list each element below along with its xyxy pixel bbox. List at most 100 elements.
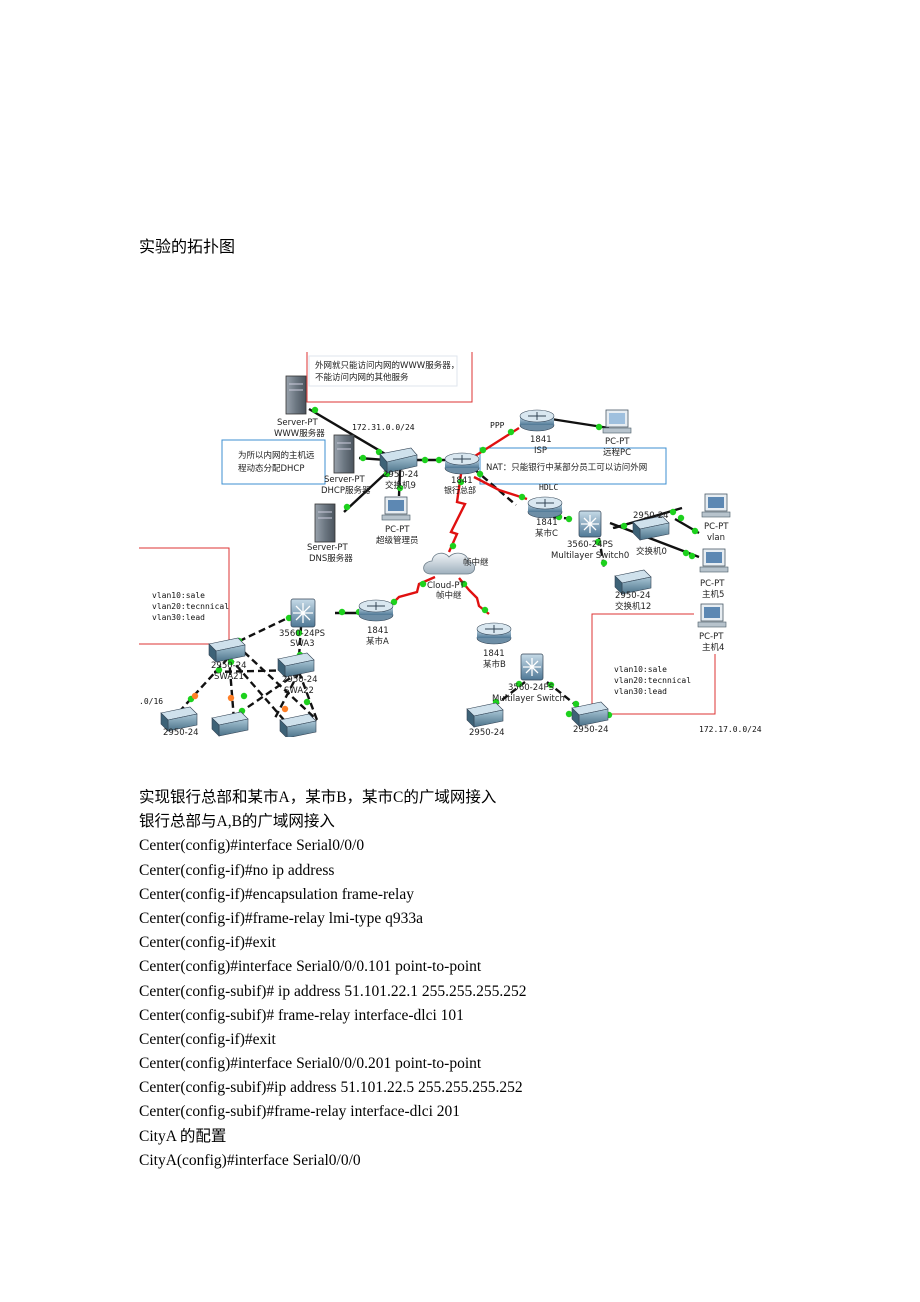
swa3-icon[interactable]: 3560-24PS SWA3 xyxy=(279,598,325,649)
vlan-left-line-2: vlan20:tecnnical xyxy=(152,602,229,611)
remote-pc-model: PC-PT xyxy=(605,437,630,447)
switch-left-bottom-icon[interactable]: 2950-24 xyxy=(160,706,199,737)
cityb-router-icon[interactable]: 1841 某市B xyxy=(476,622,512,670)
frame-relay-label: 帧中继 xyxy=(463,557,489,568)
text-line: Center(config-if)#no ip address xyxy=(139,861,335,879)
vlan-right-line-3: vlan30:lead xyxy=(614,687,667,696)
www-server-model: Server-PT xyxy=(277,418,319,428)
frame-relay-cloud-icon[interactable]: 帧中继 Cloud-PT 帧中继 xyxy=(423,552,489,601)
cityc-router-icon[interactable]: 1841 某市C xyxy=(527,496,563,539)
citya-router-model: 1841 xyxy=(367,626,389,636)
switch-b-left-model: 2950-24 xyxy=(469,728,505,737)
subnet-left-label: .0/16 xyxy=(139,697,163,706)
text-line: 银行总部与A,B的广域网接入 xyxy=(139,813,335,831)
switch9-model: 2950-24 xyxy=(383,470,419,480)
citya-router-icon[interactable]: 1841 某市A xyxy=(358,599,394,647)
switch12-icon[interactable]: 2950-24 交换机12 xyxy=(614,569,652,612)
admin-pc-icon[interactable]: PC-PT 超级管理员 xyxy=(376,496,419,546)
switch-b-left-icon[interactable]: 2950-24 xyxy=(466,702,505,737)
switch0-model: 2950-24 xyxy=(633,511,669,521)
cloud-name: 帧中继 xyxy=(436,590,462,601)
vlan-left-line-1: vlan10:sale xyxy=(152,591,205,600)
switch-left-2-icon[interactable] xyxy=(211,711,249,737)
text-line: CityA 的配置 xyxy=(139,1127,227,1145)
mls0-model: 3560-24PS xyxy=(567,540,613,550)
dns-server-icon[interactable]: Server-PT DNS服务器 xyxy=(307,503,353,564)
text-line: Center(config-if)#exit xyxy=(139,934,276,952)
text-line: CityA(config)#interface Serial0/0/0 xyxy=(139,1151,361,1169)
text-line: Center(config)#interface Serial0/0/0.101… xyxy=(139,958,482,976)
hq-router-name: 银行总部 xyxy=(444,485,476,495)
dhcp-note-line-2: 程动态分配DHCP xyxy=(238,463,305,474)
www-note-line-2: 不能访问内网的其他服务 xyxy=(315,372,409,383)
cityc-router-name: 某市C xyxy=(535,528,558,539)
swa22-model: 2950-24 xyxy=(282,675,318,685)
text-line: Center(config-subif)#frame-relay interfa… xyxy=(139,1103,461,1121)
switch-b-right-model: 2950-24 xyxy=(573,725,609,735)
switch9-name: 交换机9 xyxy=(385,480,416,491)
vlan-right-line-1: vlan10:sale xyxy=(614,665,667,674)
www-note: 外网就只能访问内网的WWW服务器， 不能访问内网的其他服务 xyxy=(306,352,473,403)
swa22-name: SWA22 xyxy=(284,686,314,696)
text-line: Center(config-subif)# frame-relay interf… xyxy=(139,1006,464,1024)
switch12-name: 交换机12 xyxy=(615,601,651,612)
link-status-dots xyxy=(187,406,699,719)
dns-server-model: Server-PT xyxy=(307,543,349,553)
switch-b-right-icon[interactable]: 2950-24 xyxy=(571,701,609,735)
ppp-label: PPP xyxy=(490,421,505,430)
dns-server-name: DNS服务器 xyxy=(309,553,353,564)
www-note-line-1: 外网就只能访问内网的WWW服务器， xyxy=(315,360,459,371)
network-topology-diagram: 外网就只能访问内网的WWW服务器， 不能访问内网的其他服务 为所以内网的主机远 … xyxy=(139,352,779,737)
host5-pc-icon[interactable]: PC-PT 主机5 xyxy=(699,548,729,600)
dhcp-server-model: Server-PT xyxy=(324,475,366,485)
dhcp-server-name: DHCP服务器 xyxy=(321,485,371,496)
config-text-block: 实现银行总部和某市A，某市B，某市C的广域网接入 银行总部与A,B的广域网接入 … xyxy=(139,786,839,1173)
vlan-note-left: vlan10:sale vlan20:tecnnical vlan30:lead xyxy=(139,547,230,645)
swa21-model: 2950-24 xyxy=(211,661,247,671)
host4-name: 主机4 xyxy=(702,642,724,653)
hq-router-model: 1841 xyxy=(451,476,473,486)
cityc-router-model: 1841 xyxy=(536,518,558,528)
admin-pc-name: 超级管理员 xyxy=(376,535,419,546)
multilayer-switch-b-icon[interactable]: 3560-24PS Multilayer Switch xyxy=(492,653,565,704)
swa3-name: SWA3 xyxy=(290,639,315,649)
nat-note: NAT：只能银行中某部分员工可以访问外网 xyxy=(479,447,667,485)
vlan-pc-icon[interactable]: PC-PT vlan xyxy=(701,493,731,543)
dhcp-note-line-1: 为所以内网的主机远 xyxy=(238,450,315,461)
text-line: Center(config-if)#frame-relay lmi-type q… xyxy=(139,909,424,927)
text-line: Center(config-subif)#ip address 51.101.2… xyxy=(139,1079,523,1097)
vlan-note-right: vlan10:sale vlan20:tecnnical vlan30:lead xyxy=(591,613,716,715)
switch12-model: 2950-24 xyxy=(615,591,651,601)
www-server-icon[interactable]: Server-PT WWW服务器 xyxy=(274,375,325,439)
switch9-icon[interactable]: 2950-24 交换机9 xyxy=(379,447,419,491)
isp-router-model: 1841 xyxy=(530,435,552,445)
text-line: Center(config)#interface Serial0/0/0.201… xyxy=(139,1055,482,1073)
hdlc-label: HDLC xyxy=(539,483,558,492)
cityb-router-name: 某市B xyxy=(483,659,506,670)
mls-b-model: 3560-24PS xyxy=(508,683,554,693)
switch-left-3-icon[interactable] xyxy=(279,713,317,737)
host5-model: PC-PT xyxy=(700,579,725,589)
host5-name: 主机5 xyxy=(702,589,724,600)
subnet-172-17-label: 172.17.0.0/24 xyxy=(699,725,762,734)
citya-router-name: 某市A xyxy=(366,636,389,647)
subnet-172-31-label: 172.31.0.0/24 xyxy=(352,423,415,432)
swa22-icon[interactable]: 2950-24 SWA22 xyxy=(277,652,318,696)
dhcp-server-icon[interactable]: Server-PT DHCP服务器 xyxy=(321,434,371,496)
isp-router-icon[interactable]: 1841 ISP xyxy=(519,409,555,456)
cityb-router-model: 1841 xyxy=(483,649,505,659)
host4-pc-icon[interactable]: PC-PT 主机4 xyxy=(697,603,727,653)
switch0-icon[interactable]: 2950-24 交换机0 xyxy=(632,511,670,557)
isp-router-name: ISP xyxy=(534,446,547,456)
swa21-icon[interactable]: 2950-24 SWA21 xyxy=(208,637,247,682)
swa21-name: SWA21 xyxy=(214,672,244,682)
www-server-name: WWW服务器 xyxy=(274,428,325,439)
host4-model: PC-PT xyxy=(699,632,724,642)
remote-pc-icon[interactable]: PC-PT 远程PC xyxy=(602,409,632,458)
switch-left-bottom-model: 2950-24 xyxy=(163,728,199,737)
switch0-name: 交换机0 xyxy=(636,546,667,557)
vlan-right-line-2: vlan20:tecnnical xyxy=(614,676,691,685)
multilayer-switch0-icon[interactable]: 3560-24PS Multilayer Switch0 xyxy=(551,510,629,561)
mls-b-name: Multilayer Switch xyxy=(492,694,565,704)
hq-router-icon[interactable]: 1841 银行总部 xyxy=(444,452,480,495)
